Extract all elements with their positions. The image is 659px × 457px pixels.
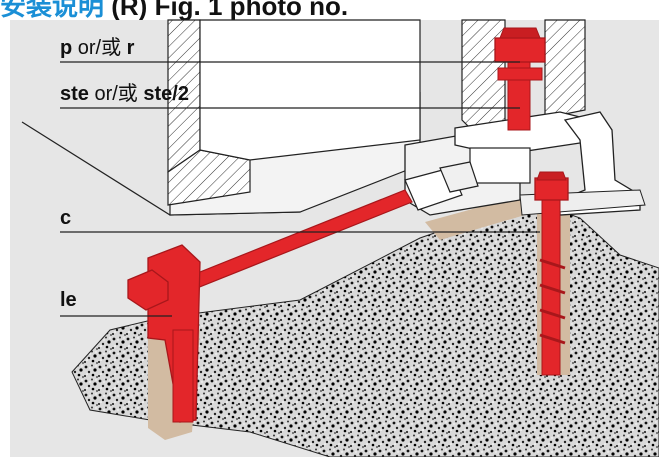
label-p: p or/或 r bbox=[60, 38, 134, 58]
left-column-inner bbox=[199, 19, 421, 161]
top-stud-washer bbox=[497, 67, 543, 81]
label-le: le bbox=[60, 289, 77, 311]
cropped-heading-suffix: (R) Fig. 1 photo no. bbox=[111, 0, 349, 21]
screw-anchor-thread bbox=[539, 258, 566, 345]
anchor-plate-bolt bbox=[127, 269, 169, 311]
label-c: c bbox=[60, 207, 72, 229]
anchor-plate-stake bbox=[172, 329, 194, 423]
screw-anchor-shaft bbox=[541, 184, 561, 376]
label-ste: ste or/或 ste/2 bbox=[60, 84, 189, 104]
top-stud-nut bbox=[494, 37, 546, 63]
cropped-heading: 安装说明 (R) Fig. 1 photo no. bbox=[0, 0, 348, 23]
tie-rod-nut-2 bbox=[439, 161, 479, 193]
right-column-side bbox=[544, 19, 586, 119]
label-ste-main: ste bbox=[60, 83, 89, 105]
cropped-heading-prefix: 安装说明 bbox=[0, 0, 105, 21]
label-ste-connector: or/或 bbox=[88, 83, 144, 105]
soil-patch-back bbox=[425, 196, 535, 240]
screw-anchor-cap bbox=[536, 171, 567, 181]
concrete-base bbox=[15, 92, 170, 270]
label-p-connector: or/或 bbox=[72, 37, 127, 59]
label-p-main: p bbox=[60, 37, 73, 59]
clamp-plate bbox=[469, 147, 531, 184]
rail-profile bbox=[559, 111, 641, 216]
screw-anchor-nut bbox=[534, 177, 569, 201]
label-ste-alt: ste/2 bbox=[143, 83, 189, 105]
top-stud-cap bbox=[499, 27, 541, 39]
label-p-alt: r bbox=[126, 37, 135, 59]
